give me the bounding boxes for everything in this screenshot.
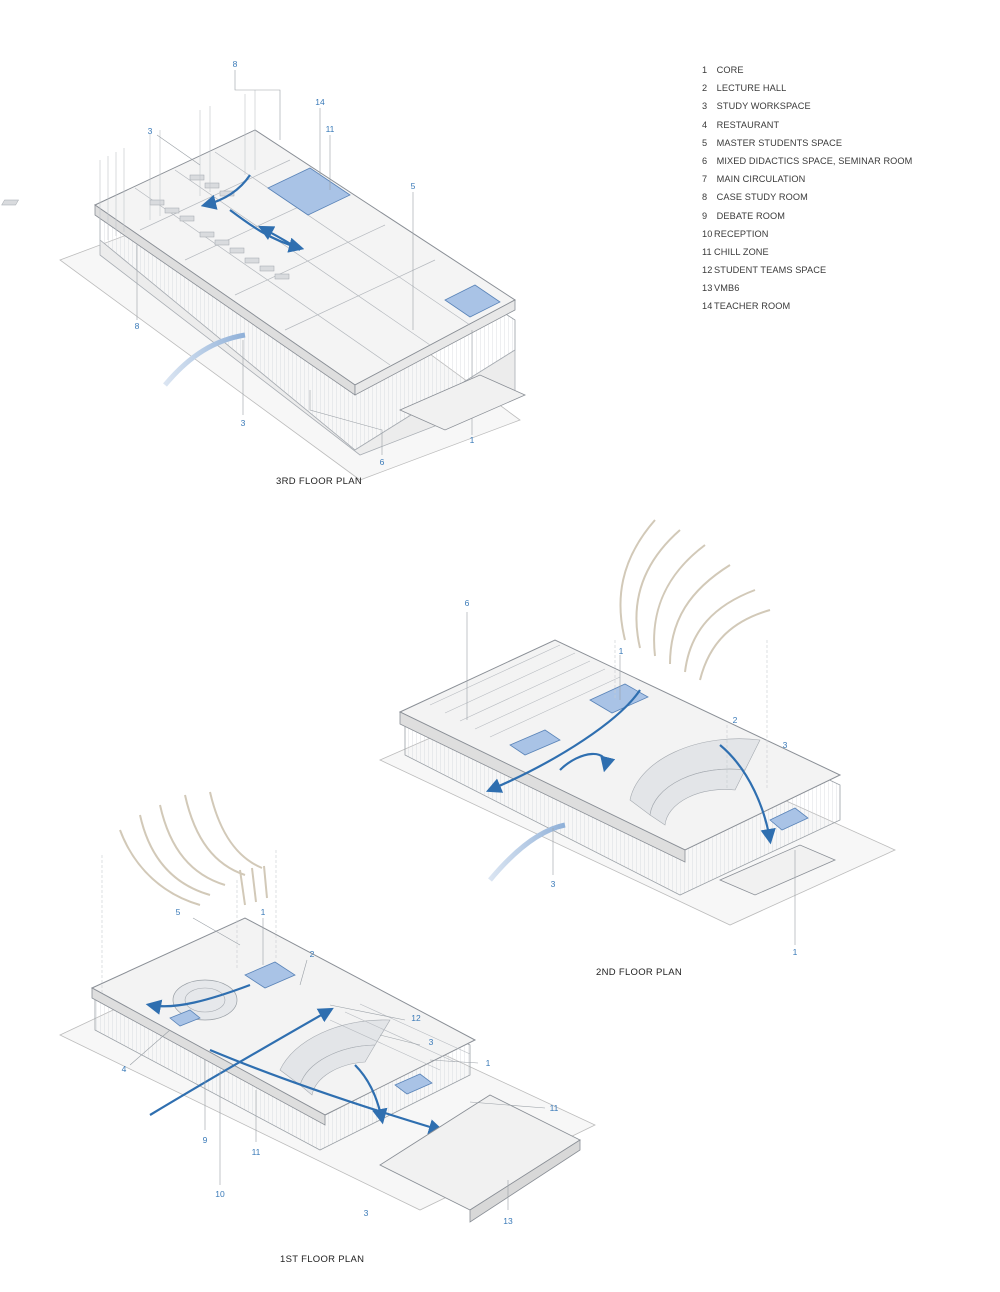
callout-3rd: 5 (410, 181, 416, 191)
caption-2nd-floor: 2ND FLOOR PLAN (596, 967, 683, 978)
callout-2nd: 2 (732, 715, 738, 725)
plan-3rd-floor (1, 70, 526, 481)
callout-1st: 1 (485, 1058, 491, 1068)
callout-1st: 11 (251, 1147, 261, 1157)
callout-3rd: 8 (134, 321, 140, 331)
callout-1st: 3 (363, 1208, 369, 1218)
legend-item: 5 MASTER STUDENTS SPACE (702, 137, 843, 148)
callout-3rd: 14 (315, 97, 325, 107)
callout-1st: 5 (175, 907, 181, 917)
legend-item: 8 CASE STUDY ROOM (702, 192, 808, 203)
callout-1st: 10 (215, 1189, 225, 1199)
legend-item: 6 MIXED DIDACTICS SPACE, SEMINAR ROOM (702, 155, 913, 166)
callout-1st: 3 (428, 1037, 434, 1047)
callout-2nd: 3 (782, 740, 788, 750)
callout-2nd: 1 (618, 646, 624, 656)
caption-3rd-floor: 3RD FLOOR PLAN (276, 476, 363, 487)
callout-1st: 9 (202, 1135, 208, 1145)
callout-1st: 4 (121, 1064, 127, 1074)
callout-3rd: 8 (232, 59, 238, 69)
callout-1st: 12 (411, 1013, 421, 1023)
callout-2nd: 3 (550, 879, 556, 889)
legend: 1 CORE 2 LECTURE HALL 3 STUDY WORKSPACE … (702, 64, 912, 319)
plan-1st-floor (59, 791, 596, 1223)
callout-2nd: 1 (792, 947, 798, 957)
legend-item: 7 MAIN CIRCULATION (702, 174, 806, 185)
callout-3rd: 1 (469, 435, 475, 445)
callout-3rd: 3 (147, 126, 153, 136)
callout-1st: 13 (503, 1216, 513, 1226)
legend-item: 1 CORE (702, 65, 744, 75)
caption-1st-floor: 1ST FLOOR PLAN (280, 1254, 365, 1265)
callout-2nd: 6 (464, 598, 470, 608)
legend-item: 4 RESTAURANT (702, 119, 780, 130)
callout-1st: 1 (260, 907, 266, 917)
callout-3rd: 3 (240, 418, 246, 428)
plan-2nd-floor (379, 519, 896, 945)
legend-item: 3 STUDY WORKSPACE (702, 101, 811, 112)
legend-item: 2 LECTURE HALL (702, 83, 787, 94)
callout-3rd: 6 (379, 457, 385, 467)
callout-3rd: 11 (325, 124, 335, 134)
callout-1st: 11 (549, 1103, 559, 1113)
legend-item: 9 DEBATE ROOM (702, 210, 785, 221)
callout-1st: 2 (309, 949, 315, 959)
